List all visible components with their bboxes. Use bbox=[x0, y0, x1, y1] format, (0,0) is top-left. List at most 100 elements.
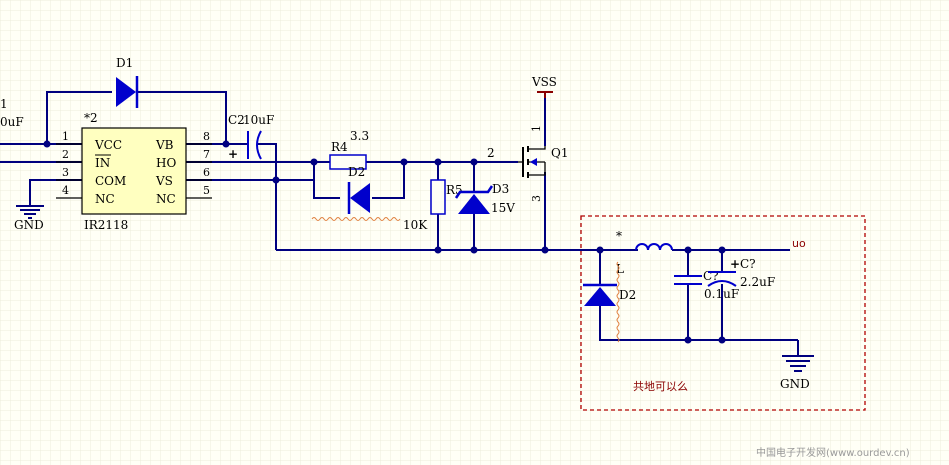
r4-body bbox=[329, 154, 367, 170]
c2-label: C2 bbox=[228, 113, 245, 127]
annotation-note: 共地可以么 bbox=[633, 380, 688, 393]
inductor-label: L bbox=[616, 262, 624, 276]
q1-arrow-icon bbox=[530, 158, 537, 166]
inductor-mask bbox=[638, 244, 672, 254]
capacitor-c-elec[interactable]: + C? 2.2uF bbox=[707, 257, 775, 289]
c-elec-label: C? bbox=[740, 257, 756, 271]
q1-drain-lead bbox=[528, 146, 546, 150]
c-small-value: 0.1uF bbox=[704, 287, 739, 301]
ic-pin-name: COM bbox=[95, 174, 126, 188]
capacitor-c2[interactable]: + C2 10uF bbox=[228, 113, 274, 161]
c-elec-plate-bottom bbox=[707, 280, 737, 287]
c-elec-value: 2.2uF bbox=[740, 275, 775, 289]
diode-d2-top[interactable]: D2 bbox=[347, 165, 370, 214]
junction bbox=[596, 246, 604, 254]
ic-pin-num: 1 bbox=[62, 130, 69, 143]
watermark: 中国电子开发网(www.ourdev.cn) bbox=[756, 446, 910, 459]
diode-d1[interactable]: D1 bbox=[116, 56, 139, 108]
wire-c2-right bbox=[258, 143, 277, 250]
ic-pin-name: IN bbox=[95, 156, 110, 170]
c2-plate-right bbox=[256, 130, 262, 160]
inductor-l[interactable]: * L bbox=[616, 229, 673, 276]
annotation-box[interactable] bbox=[580, 215, 866, 411]
net-label-2: 2 bbox=[487, 146, 495, 160]
output-net-label: uo bbox=[792, 237, 806, 250]
q1-pin-1: 1 bbox=[530, 125, 543, 132]
ic-pin-num: 3 bbox=[62, 166, 69, 179]
ic-pin-num: 2 bbox=[62, 148, 69, 161]
ic-pin-name: NC bbox=[156, 192, 176, 206]
junction bbox=[434, 158, 442, 166]
d1-label: D1 bbox=[116, 56, 133, 70]
d2-top-triangle bbox=[350, 183, 370, 213]
junction bbox=[434, 246, 442, 254]
junction bbox=[718, 246, 726, 254]
junction bbox=[718, 336, 726, 344]
ic-pin-num: 7 bbox=[203, 148, 210, 161]
gnd-right-label: GND bbox=[780, 377, 810, 391]
junction bbox=[541, 246, 549, 254]
junction bbox=[470, 246, 478, 254]
diode-d2-bottom[interactable]: D2 bbox=[583, 283, 636, 306]
wavy-underline bbox=[311, 217, 401, 221]
wire-d2-left bbox=[313, 162, 340, 199]
vss-label: VSS bbox=[531, 75, 557, 89]
r5-body bbox=[430, 179, 446, 215]
ic-pin-name: VCC bbox=[94, 138, 122, 152]
c1-label: 1 bbox=[0, 97, 8, 111]
c-elec-plus-icon: + bbox=[730, 257, 740, 271]
diode-d1-triangle bbox=[116, 77, 136, 107]
q1-pin-3: 3 bbox=[530, 195, 543, 202]
junctions bbox=[43, 140, 726, 344]
mosfet-q1[interactable] bbox=[518, 146, 546, 178]
ic-pin-name: VB bbox=[155, 138, 174, 152]
junction bbox=[43, 140, 51, 148]
d3-label: D3 bbox=[492, 182, 509, 196]
gnd-left-label: GND bbox=[14, 218, 44, 232]
ic-pin-num: 8 bbox=[203, 130, 210, 143]
d3-bar bbox=[454, 185, 494, 199]
junction bbox=[470, 158, 478, 166]
d2-top-label: D2 bbox=[348, 165, 365, 179]
ic-pin-num: 5 bbox=[203, 184, 210, 197]
d3-value: 15V bbox=[491, 201, 515, 215]
d2-bottom-label: D2 bbox=[619, 288, 636, 302]
r5-value: 10K bbox=[403, 218, 428, 232]
ic-pin-num: 6 bbox=[203, 166, 210, 179]
junction bbox=[310, 158, 318, 166]
wavy-underline-vertical bbox=[616, 261, 620, 343]
ic-pin-name: VS bbox=[155, 174, 173, 188]
inductor-star: * bbox=[616, 229, 622, 243]
d3-triangle bbox=[458, 194, 490, 214]
junction bbox=[684, 336, 692, 344]
r5-label: R5 bbox=[446, 183, 463, 197]
ic-pin-num: 4 bbox=[62, 184, 69, 197]
q1-label: Q1 bbox=[551, 146, 568, 160]
d2-bottom-triangle bbox=[584, 287, 616, 306]
c2-plus-icon: + bbox=[228, 147, 238, 161]
junction bbox=[684, 246, 692, 254]
power-port-vss[interactable]: VSS bbox=[531, 75, 557, 98]
ic-pin-name: NC bbox=[95, 192, 115, 206]
junction bbox=[272, 176, 280, 184]
ground-symbol-left[interactable] bbox=[16, 205, 44, 219]
junction bbox=[400, 158, 408, 166]
ic-ir2118[interactable]: *2 IR2118 1 2 3 4 VCC IN COM NC 8 7 6 5 … bbox=[56, 111, 212, 232]
wire-output-ground bbox=[599, 306, 798, 341]
wire-d1-left bbox=[46, 91, 112, 144]
c2-value: 10uF bbox=[243, 113, 274, 127]
ic-part-name: IR2118 bbox=[84, 218, 128, 232]
ground-symbol-right[interactable] bbox=[782, 355, 814, 372]
r4-value: 3.3 bbox=[350, 129, 369, 143]
ic-pin-name: HO bbox=[156, 156, 176, 170]
ic-designator: *2 bbox=[84, 111, 98, 125]
r4-label: R4 bbox=[331, 140, 348, 154]
resistor-r4[interactable]: R4 3.3 bbox=[329, 129, 369, 170]
inductor-coil bbox=[635, 243, 673, 251]
ic-body bbox=[81, 127, 187, 215]
wire-d2-right bbox=[372, 162, 405, 199]
zener-d3[interactable]: D3 15V bbox=[454, 182, 515, 215]
junction bbox=[222, 140, 230, 148]
